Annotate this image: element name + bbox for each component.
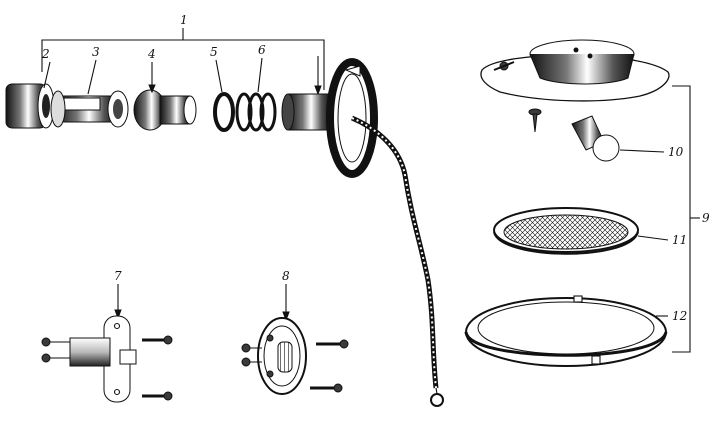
base-plate-part — [480, 39, 670, 102]
wire-cable — [351, 115, 444, 407]
callout-11: 11 — [672, 233, 687, 247]
callout-1: 1 — [180, 13, 188, 27]
group-1-bracket — [41, 28, 325, 90]
callout-3: 3 — [92, 45, 100, 59]
tube-part — [50, 59, 129, 128]
callout-6: 6 — [258, 43, 266, 57]
callout-7: 7 — [114, 269, 122, 283]
lamp-socket-part — [133, 62, 197, 131]
switch-part — [41, 284, 173, 403]
group-1-arrow — [314, 56, 322, 96]
end-cap-part — [5, 61, 55, 129]
screw-part — [528, 108, 542, 133]
spring-part — [235, 57, 277, 132]
rim-part — [464, 295, 668, 367]
callout-8: 8 — [282, 269, 290, 283]
lens-part — [493, 207, 669, 255]
ring-part — [213, 59, 235, 132]
callout-5: 5 — [210, 45, 218, 59]
callout-10: 10 — [668, 145, 684, 159]
bulb-part — [571, 115, 665, 162]
housing-flange-part — [281, 58, 378, 178]
callout-12: 12 — [672, 309, 687, 323]
switch-plate-part — [241, 284, 349, 395]
callout-2: 2 — [41, 47, 50, 61]
callout-9: 9 — [702, 211, 710, 225]
group-9-bracket — [672, 85, 700, 353]
callout-4: 4 — [147, 47, 156, 61]
